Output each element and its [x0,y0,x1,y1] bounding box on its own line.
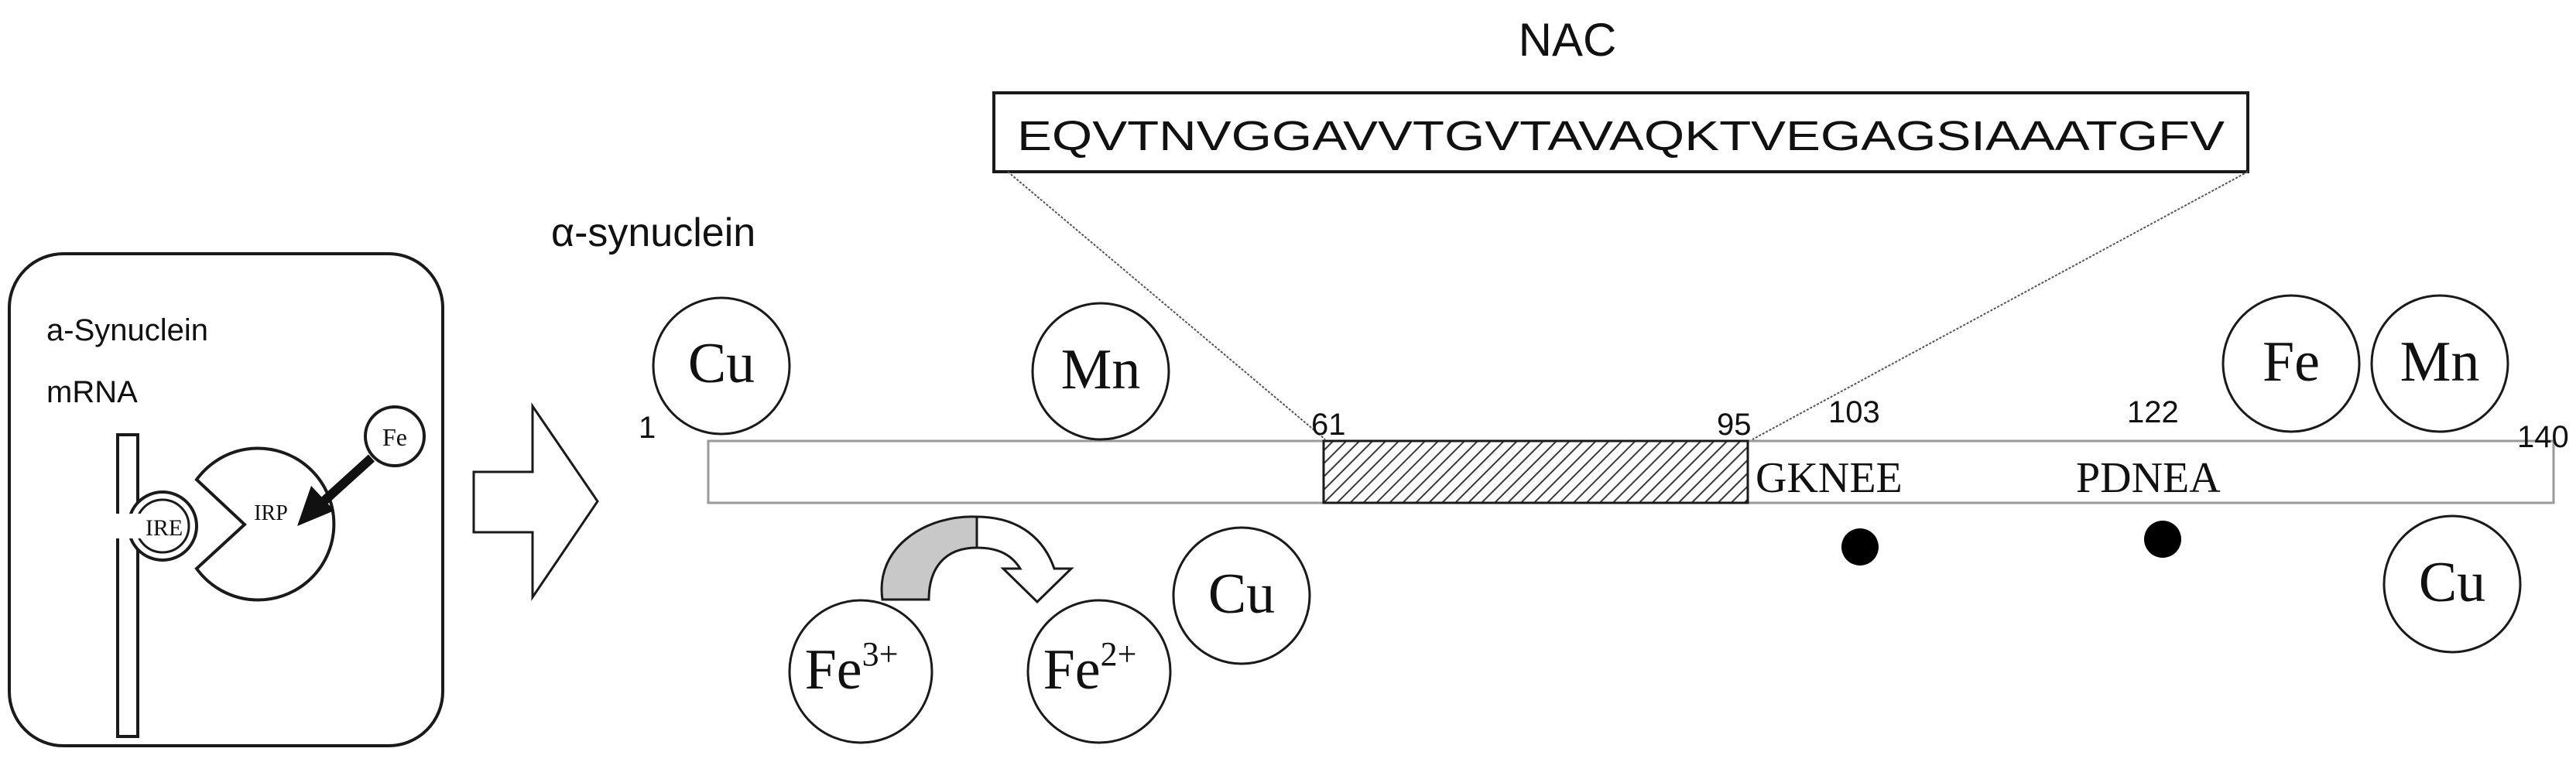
metal-fe-right: Fe [2221,294,2361,433]
residue-61: 61 [1311,408,1346,442]
fe-arrow-head [297,486,334,526]
fe2-base: Fe [1043,638,1101,702]
ire-stem-gap [116,514,142,538]
metal-cu-mid: Cu [1172,526,1311,665]
svg-text:Fe: Fe [2263,330,2320,394]
metal-cu-left: Cu [652,296,791,436]
irp-shape [194,446,336,602]
metal-mn-right: Mn [2370,294,2509,433]
nac-sequence: EQVTNVGGAVVTGVTAVAQKTVEGAGSIAAATGFV [1017,113,2225,159]
binding-dot-122 [2144,521,2181,558]
process-arrow [472,402,599,601]
redox-arrow [880,515,1074,604]
fe2-superscript: 2+ [1101,635,1137,673]
protein-name: α-synuclein [551,210,755,255]
metal-cu-right: Cu [2382,514,2522,654]
svg-text:Fe3+: Fe3+ [805,635,899,702]
svg-text:Fe2+: Fe2+ [1043,635,1137,702]
svg-text:Cu: Cu [688,332,755,395]
metal-fe3: Fe3+ [788,599,933,744]
fe3-base: Fe [805,638,862,702]
svg-text:Mn: Mn [1061,338,1141,402]
metal-fe2: Fe2+ [1026,599,1172,744]
fe-label-inset: Fe [382,423,407,451]
ire-label: IRE [146,515,183,541]
svg-text:Mn: Mn [2400,330,2480,394]
nac-zoom-line-left [1007,171,1326,440]
nac-region [1322,439,1749,504]
inset-title-line1: a-Synuclein [46,313,208,347]
svg-text:Cu: Cu [1208,562,1275,626]
motif-pdnea: PDNEA [2076,454,2221,502]
residue-95: 95 [1717,408,1752,442]
residue-start: 1 [639,411,656,445]
mrna-inset: a-Synuclein mRNA IRE IRP Fe [8,252,444,747]
irp-label: IRP [254,501,288,525]
nac-zoom-line-right [1752,171,2249,440]
residue-103: 103 [1828,395,1880,429]
fe3-superscript: 3+ [862,635,899,673]
mrna-strand [116,433,139,738]
nac-sequence-box [992,91,2249,173]
binding-dot-103 [1841,528,1879,566]
inset-title-line2: mRNA [46,375,138,409]
fe-arrow-shaft [318,454,375,507]
nac-title: NAC [1519,14,1617,66]
motif-gkneee: GKNEE [1756,454,1903,502]
fe-circle-inset [364,405,426,467]
svg-text:Cu: Cu [2419,551,2485,614]
residue-end: 140 [2517,420,2569,454]
metal-mn-left: Mn [1031,302,1170,441]
residue-122: 122 [2127,395,2179,429]
